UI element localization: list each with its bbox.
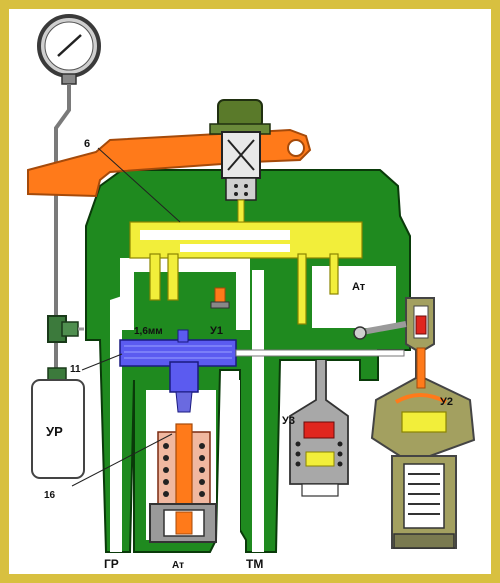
lower-cavity-right: [226, 380, 240, 540]
label-part-11: 11: [70, 364, 81, 375]
label-gr: ГР: [104, 557, 119, 571]
supply-channel-gr: [110, 296, 122, 552]
link-pipe-u2: [361, 321, 407, 335]
valve-u3: [289, 360, 349, 497]
label-valve-u2: У2: [440, 396, 453, 408]
label-atmosphere-top: Ат: [352, 281, 366, 293]
brake-valve-diagram: 6 1,6мм У1 Ат У2 У3 11 УР 16 ГР Ат ТМ: [27, 14, 476, 571]
callout-16-line: [71, 433, 173, 487]
equalizing-piston: [119, 329, 237, 413]
relay-valve-16: [149, 423, 217, 543]
pipe-fitting-nut: [61, 321, 79, 337]
valve-u1: [210, 287, 230, 309]
callout-6-line: [97, 147, 181, 223]
gauge-pipe: [54, 84, 71, 380]
label-atmosphere-bottom: Ат: [172, 560, 184, 571]
upper-cavity: [120, 258, 250, 330]
handle-assembly: [27, 99, 312, 223]
label-valve-u1: У1: [210, 325, 223, 337]
connecting-rod: [235, 349, 405, 357]
pipe-nut: [353, 326, 367, 340]
label-gap-1-6mm: 1,6мм: [134, 326, 163, 337]
callout-11-line: [81, 353, 123, 371]
label-tm: ТМ: [246, 557, 263, 571]
label-part-16: 16: [44, 490, 56, 501]
line-channel-tm: [252, 270, 264, 552]
yellow-inner-2: [180, 244, 290, 252]
reservoir-ur: [31, 367, 85, 479]
pressure-gauge: [37, 14, 101, 85]
yellow-inner: [140, 230, 290, 240]
label-handle-6: 6: [84, 138, 90, 150]
atmosphere-cavity: [312, 266, 396, 328]
valve-u2: [370, 297, 476, 549]
label-valve-u3: У3: [282, 415, 295, 427]
label-reservoir-ur: УР: [46, 424, 63, 439]
